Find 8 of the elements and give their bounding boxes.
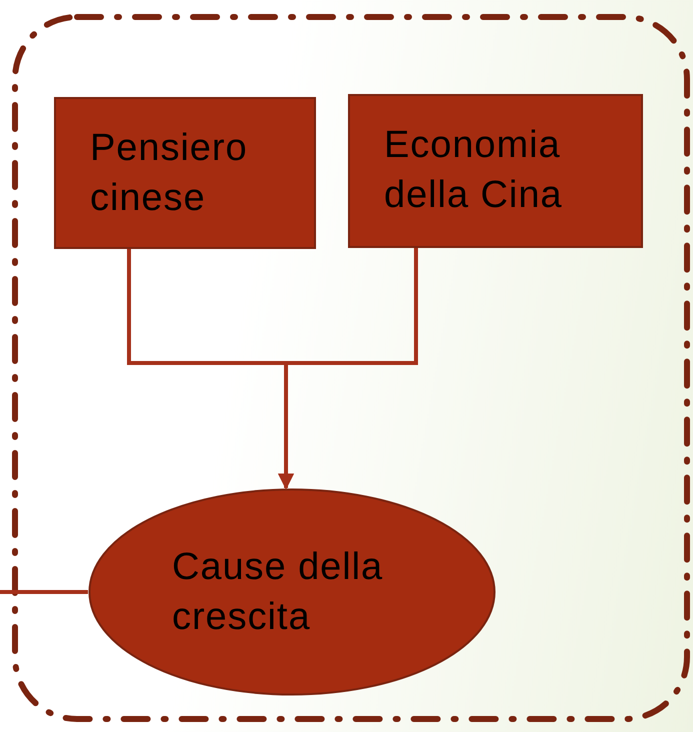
process-box bbox=[54, 97, 316, 249]
node-label: Cause della crescita bbox=[172, 545, 384, 640]
dash-dot-frame bbox=[12, 14, 690, 722]
node-label: Pensiero cinese bbox=[90, 126, 249, 221]
ellipse-node bbox=[88, 488, 496, 696]
process-box bbox=[348, 94, 643, 248]
node-label: Economia della Cina bbox=[384, 123, 564, 218]
connector-arrow bbox=[278, 248, 418, 490]
